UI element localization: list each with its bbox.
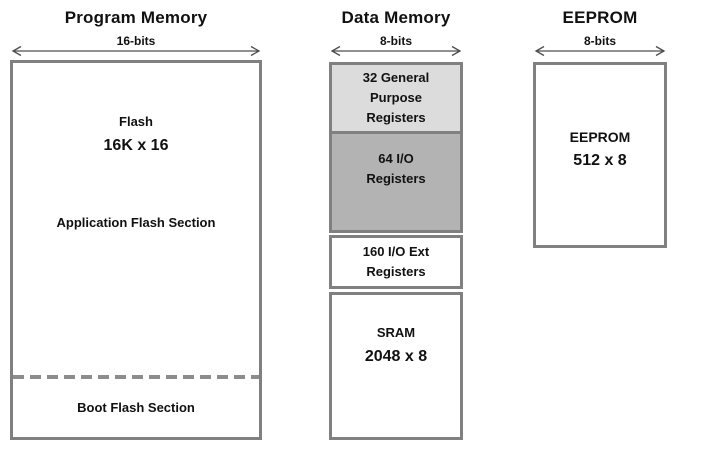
sram-label: SRAM <box>376 325 416 340</box>
block-sram: SRAM 2048 x 8 <box>329 292 463 440</box>
double-headed-arrow-icon <box>534 45 666 57</box>
eeprom-size-label: 512 x 8 <box>573 152 627 169</box>
flash-size-label: 16K x 16 <box>103 137 169 154</box>
block-label-line: Registers <box>366 110 426 125</box>
boot-section-dashed-divider <box>13 375 259 379</box>
double-headed-arrow-icon <box>330 45 462 57</box>
double-headed-arrow-icon <box>11 45 261 57</box>
eeprom-box: EEPROM 512 x 8 <box>533 62 667 248</box>
program-memory-bus-width-label: 16-bits <box>116 34 156 48</box>
block-label-line: 64 I/O <box>378 151 414 166</box>
block-label-line: Registers <box>366 264 426 279</box>
data-memory-title: Data Memory <box>341 8 451 27</box>
block-label-line: 160 I/O Ext <box>362 244 430 259</box>
application-flash-section-label: Application Flash Section <box>56 215 216 230</box>
eeprom-chip-label: EEPROM <box>569 129 631 145</box>
eeprom-bus-width-label: 8-bits <box>583 34 616 48</box>
block-label-line: Purpose <box>369 90 422 105</box>
data-memory-bus-width-label: 8-bits <box>379 34 412 48</box>
flash-label: Flash <box>119 114 153 129</box>
program-memory-box: Flash 16K x 16 Application Flash Section… <box>10 60 262 440</box>
data-memory-stack: 32 General Purpose Registers 64 I/O Regi… <box>329 62 463 440</box>
boot-flash-section-label: Boot Flash Section <box>77 400 195 415</box>
block-general-purpose-registers: 32 General Purpose Registers <box>329 62 463 134</box>
block-io-ext-registers: 160 I/O Ext Registers <box>329 235 463 289</box>
block-io-registers: 64 I/O Registers <box>329 131 463 233</box>
block-label-line: Registers <box>366 171 426 186</box>
block-label-line: 32 General <box>362 70 430 85</box>
sram-size-label: 2048 x 8 <box>364 348 428 365</box>
program-memory-title: Program Memory <box>64 8 208 27</box>
eeprom-title: EEPROM <box>562 8 638 27</box>
